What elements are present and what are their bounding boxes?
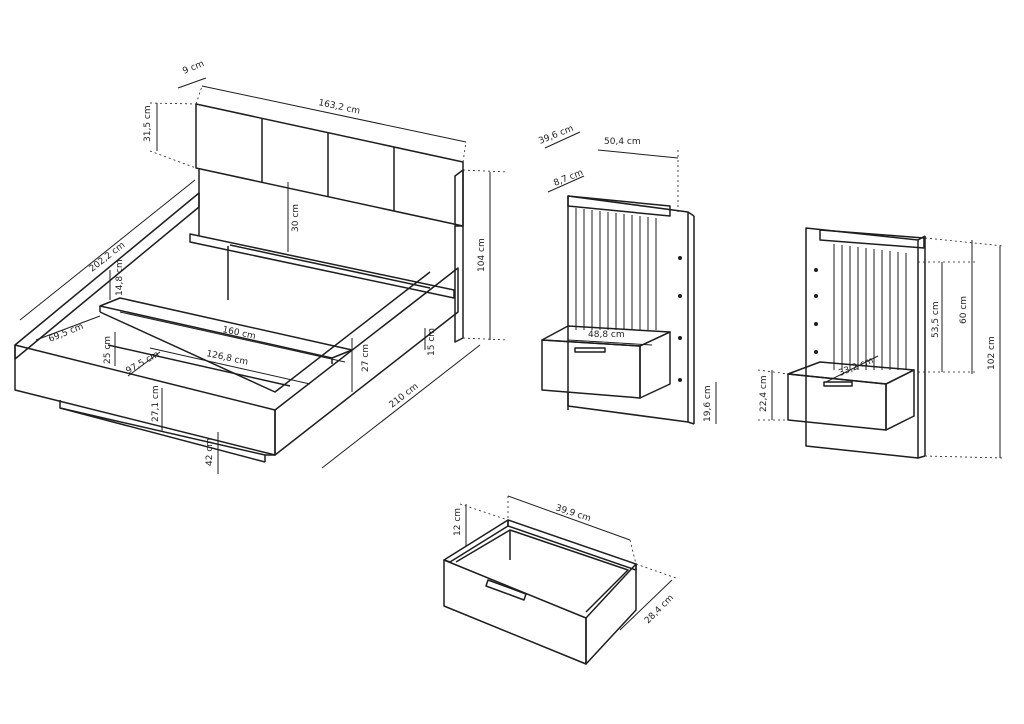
- bed-dim-headboard-panel-height: 31,5 cm: [143, 105, 153, 142]
- bed-dim-total-height: 104 cm: [477, 238, 487, 272]
- drawer-dim-width: 39,9 cm: [554, 503, 592, 524]
- bed-dim-ext: [462, 337, 509, 341]
- ns-left-back-panel: [567, 195, 689, 423]
- bed-dim-side-height: 14,8 cm: [115, 259, 125, 296]
- ns-left-dim-bottom-gap: 19,6 cm: [703, 385, 713, 422]
- drawer-dim-ext: [629, 539, 637, 565]
- bed-back-wall: [454, 169, 464, 343]
- drawer-inner-rim: [455, 529, 629, 613]
- drawer-dim-line-depth: [619, 579, 673, 631]
- ns-right-drawer-handle: [823, 381, 853, 387]
- bed-dim-foot-height: 15 cm: [427, 328, 437, 356]
- ns-right-drawer-side: [885, 369, 915, 431]
- bed-dim-line-headboard-depth: [177, 77, 207, 89]
- ns-left-dim-line-shelf-depth: [547, 175, 585, 193]
- ns-left-drawer-handle: [574, 347, 606, 353]
- bed-dim-headboard-width: 163,2 cm: [317, 98, 360, 117]
- bed-drawing: 9 cm 163,2 cm 31,5 cm 30 cm 104 cm 202,2…: [14, 59, 509, 474]
- ns-left-mount-hole: [678, 294, 682, 298]
- drawer-right-side: [585, 563, 637, 665]
- ns-right-mount-hole: [814, 350, 818, 354]
- drawer-front-panel: [443, 559, 587, 665]
- drawer-back-panel: [507, 519, 637, 571]
- bed-right-side: [274, 267, 459, 456]
- bed-dim-leg-height: 42 cm: [205, 438, 215, 466]
- bed-cross-rail: [189, 233, 455, 299]
- bed-dim-line-length: [321, 344, 481, 469]
- bed-dim-line-slat-width: [149, 347, 311, 385]
- bed-dim-headboard-depth: 9 cm: [181, 59, 205, 77]
- bed-inner-edge: [107, 344, 291, 387]
- ns-right-mount-hole: [814, 322, 818, 326]
- bed-dim-ext: [195, 85, 203, 105]
- nightstand-left-drawing: 39,6 cm 50,4 cm 8,7 cm 48,8 cm 19,6 cm: [537, 124, 717, 425]
- ns-right-top-shelf: [819, 229, 925, 249]
- ns-left-mount-hole: [678, 336, 682, 340]
- bed-dim-ext: [149, 150, 197, 169]
- ns-right-back-edge: [917, 455, 926, 459]
- bed-dim-slat-depth: 97,5 cm: [125, 350, 162, 377]
- bed-dim-length: 210 cm: [388, 382, 421, 411]
- ns-left-dim-shelf-depth: 8,7 cm: [552, 168, 584, 189]
- bed-dim-ext: [462, 141, 467, 163]
- bed-dim-ext: [462, 169, 509, 173]
- ns-right-dim-ext: [924, 455, 1005, 459]
- bed-dim-line-mattress-width: [119, 311, 346, 363]
- ns-right-slats: [833, 244, 907, 370]
- ns-left-dim-width: 50,4 cm: [604, 137, 641, 147]
- ns-left-dim-drawer-width: 48,8 cm: [588, 330, 625, 340]
- ns-left-dim-line-width: [597, 149, 679, 159]
- bed-dim-rail-height: 25 cm: [103, 336, 113, 364]
- ns-left-mount-hole: [678, 378, 682, 382]
- ns-left-dim-line-depth: [544, 131, 581, 149]
- bed-dim-line-frame-width: [19, 179, 196, 321]
- bed-headboard-panel: [195, 103, 464, 227]
- drawer-dim-line-width: [507, 495, 631, 541]
- ns-right-dim-drawer-depth: 33,2 cm: [837, 356, 875, 379]
- ns-right-mount-hole: [814, 268, 818, 272]
- ns-right-mount-hole: [814, 294, 818, 298]
- ns-right-dim-ext: [757, 369, 789, 375]
- drawer-drawing: 12 cm 39,9 cm 28,4 cm: [443, 495, 677, 665]
- ns-right-dim-slat-height: 53,5 cm: [931, 301, 941, 338]
- ns-right-dim-line-drawer-depth: [825, 355, 879, 383]
- bed-base-edge: [59, 407, 266, 463]
- ns-left-back-edge: [687, 211, 695, 217]
- nightstand-right-drawing: 53,5 cm 60 cm 102 cm 22,4 cm 33,2 cm: [757, 227, 1005, 459]
- bed-inner-frame: [99, 271, 431, 393]
- drawer-handle: [485, 579, 527, 601]
- ns-right-dim-ext: [924, 237, 1005, 247]
- bed-dim-line-slat-depth: [127, 351, 161, 377]
- bed-dim-front-height: 27,1 cm: [151, 385, 161, 422]
- bed-dim-frame-height: 27 cm: [361, 344, 371, 372]
- ns-left-dim-line-drawer-width: [567, 339, 653, 346]
- ns-left-mount-hole: [678, 256, 682, 260]
- drawer-dim-depth: 28,4 cm: [643, 593, 676, 626]
- bed-inner-rail: [229, 244, 431, 289]
- ns-left-drawer-side: [639, 331, 671, 399]
- drawer-dim-ext: [635, 563, 677, 579]
- ns-right-dim-panel-height: 60 cm: [959, 296, 969, 324]
- drawer-dim-ext: [459, 503, 509, 521]
- ns-left-slats: [575, 208, 657, 330]
- bed-dim-inner-depth: 69,5 cm: [47, 322, 85, 345]
- ns-left-back-edge: [687, 421, 695, 425]
- bed-dim-line-inner-depth: [35, 315, 101, 341]
- bed-dim-line-headboard-width: [201, 85, 467, 143]
- drawer-dim-height: 12 cm: [453, 508, 463, 536]
- bed-dim-headboard-gap: 30 cm: [291, 204, 301, 232]
- ns-right-dim-drawer-height: 22,4 cm: [759, 375, 769, 412]
- bed-side-rail-left: [14, 192, 200, 360]
- ns-right-dim-total-height: 102 cm: [987, 336, 997, 370]
- ns-left-top-shelf: [567, 195, 671, 217]
